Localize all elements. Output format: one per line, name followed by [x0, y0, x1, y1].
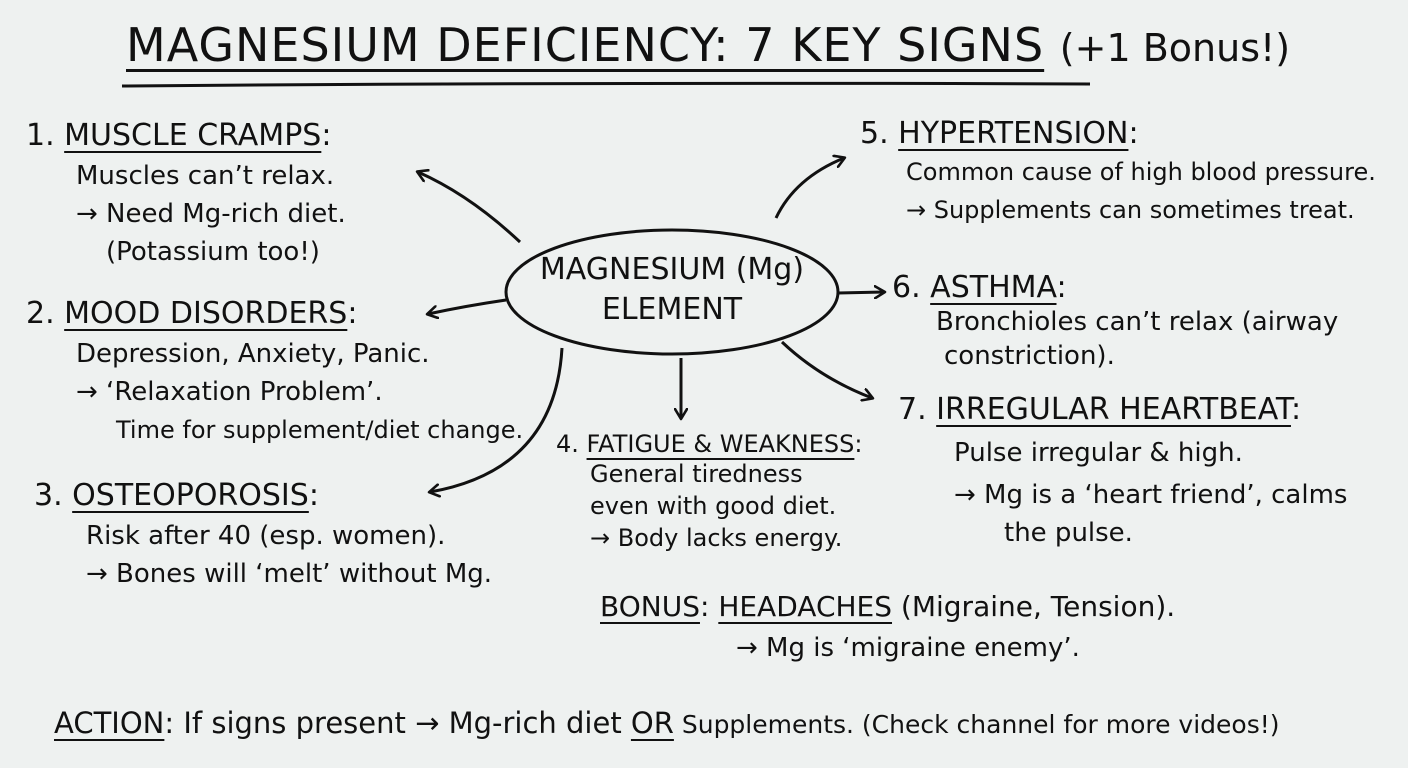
arrow-to-mood-disorders	[428, 298, 507, 314]
sign-muscle-cramps: 1. MUSCLE CRAMPS: Muscles can’t relax. →…	[26, 118, 346, 271]
sign-fatigue-weakness: 4. FATIGUE & WEAKNESS: General tiredness…	[556, 430, 863, 552]
sign-line: constriction).	[944, 341, 1115, 371]
title-bonus: (+1 Bonus!)	[1059, 26, 1291, 70]
sign-line: Bronchioles can’t relax (airway	[936, 307, 1339, 337]
sign-number: 6.	[892, 270, 921, 305]
sign-line: Depression, Anxiety, Panic.	[76, 339, 430, 369]
sign-heading: HYPERTENSION	[898, 116, 1129, 151]
page-title: MAGNESIUM DEFICIENCY: 7 KEY SIGNS (+1 Bo…	[126, 18, 1290, 72]
title-main: MAGNESIUM DEFICIENCY: 7 KEY SIGNS	[126, 18, 1045, 72]
sign-heading: MUSCLE CRAMPS	[64, 118, 322, 153]
sign-line: Pulse irregular & high.	[954, 438, 1243, 468]
sign-number: 3.	[34, 478, 63, 513]
arrow-to-hypertension	[774, 158, 844, 219]
sign-number: 5.	[860, 116, 889, 151]
action-label: ACTION	[54, 706, 165, 740]
sign-osteoporosis: 3. OSTEOPOROSIS: Risk after 40 (esp. wom…	[34, 478, 492, 593]
arrow-to-heartbeat	[780, 340, 872, 398]
sign-line: (Potassium too!)	[106, 237, 320, 267]
arrow-to-osteoporosis	[430, 347, 564, 492]
bonus-heading: HEADACHES	[718, 590, 893, 623]
action-line: ACTION: If signs present → Mg-rich diet …	[54, 706, 1280, 740]
sign-number: 1.	[26, 118, 55, 153]
sign-heading: IRREGULAR HEARTBEAT	[936, 392, 1291, 427]
sign-line: Muscles can’t relax.	[76, 161, 335, 191]
center-node-line1: MAGNESIUM (Mg)	[539, 252, 805, 287]
center-node-line2: ELEMENT	[601, 292, 743, 327]
sign-number: 2.	[26, 296, 55, 331]
sign-number: 7.	[898, 392, 927, 427]
bonus-line: → Mg is ‘migraine enemy’.	[736, 633, 1080, 663]
sign-line: → Bones will ‘melt’ without Mg.	[86, 559, 493, 589]
action-text: : If signs present → Mg-rich diet	[164, 706, 631, 740]
sign-line: → Body lacks energy.	[590, 524, 843, 552]
sign-heading: FATIGUE & WEAKNESS	[586, 430, 855, 458]
sign-line: → Supplements can sometimes treat.	[906, 196, 1355, 224]
sign-heading: ASTHMA	[930, 270, 1057, 305]
sign-mood-disorders: 2. MOOD DISORDERS: Depression, Anxiety, …	[26, 296, 523, 449]
sign-line: even with good diet.	[590, 492, 837, 520]
sign-line: → Need Mg-rich diet.	[76, 199, 346, 229]
bonus-label: BONUS	[600, 590, 700, 623]
sign-heading: MOOD DISORDERS	[64, 296, 348, 331]
sign-asthma: 6. ASTHMA: Bronchioles can’t relax (airw…	[892, 270, 1339, 371]
sign-line: Common cause of high blood pressure.	[906, 158, 1376, 186]
sign-line: Risk after 40 (esp. women).	[86, 521, 446, 551]
action-text-end: Supplements. (Check channel for more vid…	[673, 710, 1280, 739]
sign-heading: OSTEOPOROSIS	[72, 478, 309, 513]
title-underline	[121, 81, 1091, 88]
sign-number: 4.	[556, 430, 579, 458]
sign-line: General tiredness	[590, 460, 803, 488]
sign-line: → ‘Relaxation Problem’.	[76, 377, 383, 407]
sign-irregular-heartbeat: 7. IRREGULAR HEARTBEAT: Pulse irregular …	[898, 392, 1347, 551]
action-or: OR	[630, 706, 674, 740]
sign-line: Time for supplement/diet change.	[116, 416, 524, 444]
sign-line: → Mg is a ‘heart friend’, calms	[954, 480, 1348, 510]
arrow-to-asthma	[837, 292, 884, 293]
center-node: MAGNESIUM (Mg) ELEMENT	[512, 250, 832, 330]
arrow-to-muscle-cramps	[418, 172, 522, 244]
bonus-section: BONUS: HEADACHES (Migraine, Tension). → …	[600, 590, 1175, 667]
sign-line: the pulse.	[1004, 518, 1133, 548]
sign-hypertension: 5. HYPERTENSION: Common cause of high bl…	[860, 116, 1376, 229]
bonus-detail: (Migraine, Tension).	[900, 590, 1176, 623]
